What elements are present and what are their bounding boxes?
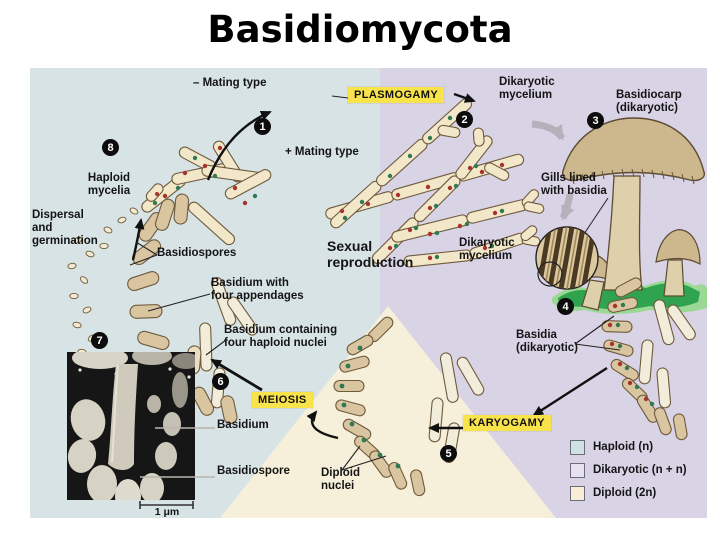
step-marker-1: 1	[254, 118, 271, 135]
plasmogamy-label: PLASMOGAMY	[348, 87, 445, 103]
gills-lined-label: Gills lined with basidia	[541, 172, 607, 197]
pointer-lines	[129, 95, 621, 471]
haploid-swatch	[570, 439, 585, 455]
step-marker-3: 3	[587, 112, 604, 129]
haploid-mycelia-label: Haploid mycelia	[87, 172, 131, 197]
dikaryotic-mycelium-mid-label: Dikaryotic mycelium	[459, 237, 515, 262]
mating-hyphae-art	[325, 98, 525, 229]
basidium-containing-nuclei-label: Basidium containing four haploid nuclei	[224, 324, 338, 349]
scale-bar	[139, 501, 194, 509]
basidiocarp-label: Basidiocarp (dikaryotic)	[616, 89, 682, 114]
basidium-photo-label: Basidium	[217, 419, 269, 431]
diagram-art: .hy{fill:#f3e7ca;stroke:#6e5a3c;stroke-w…	[67, 92, 707, 509]
haploid-mycelium-art	[141, 140, 272, 246]
basidium-with-appendages-label: Basidium with four appendages	[211, 277, 304, 302]
scale-bar-label: 1 μm	[154, 506, 180, 518]
basidiospores-label: Basidiospores	[157, 247, 237, 259]
dispersal-germination-label: Dispersal and germination	[32, 209, 98, 247]
basidia-cluster-art	[601, 277, 696, 441]
dikaryotic-mycelium-top-label: Dikaryotic mycelium	[499, 76, 555, 101]
sexual-reproduction-label: Sexual reproduction	[327, 238, 414, 270]
step-marker-7: 7	[91, 332, 108, 349]
basidiocarp-mushroom-art	[535, 117, 707, 314]
step-marker-6: 6	[212, 373, 229, 390]
step-marker-2: 2	[456, 111, 473, 128]
minus-mating-type-label: – Mating type	[193, 77, 267, 89]
basidia-dikaryotic-label: Basidia (dikaryotic)	[516, 329, 578, 354]
legend-label-dikaryotic: Dikaryotic (n + n)	[593, 464, 687, 476]
step-marker-5: 5	[440, 445, 457, 462]
step-marker-8: 8	[102, 139, 119, 156]
page-title: Basidiomycota	[207, 8, 513, 51]
karyogamy-label: KARYOGAMY	[463, 415, 551, 431]
legend-row-diploid: Diploid (2n)	[570, 485, 687, 501]
dikaryotic-mycelium-art	[371, 127, 545, 268]
step-marker-4: 4	[557, 298, 574, 315]
diploid-cluster-art	[333, 316, 485, 497]
diploid-nuclei-label: Diploid nuclei	[321, 467, 360, 492]
legend-label-haploid: Haploid (n)	[593, 441, 654, 453]
legend-row-haploid: Haploid (n)	[570, 439, 687, 455]
ploidy-legend: Haploid (n) Dikaryotic (n + n) Diploid (…	[570, 439, 687, 509]
plus-mating-type-label: + Mating type	[285, 146, 359, 158]
basidiospore-photo-label: Basidiospore	[217, 465, 290, 477]
meiosis-label: MEIOSIS	[252, 392, 313, 408]
legend-row-dikaryotic: Dikaryotic (n + n)	[570, 462, 687, 478]
dikaryotic-swatch	[570, 462, 585, 478]
micrograph-photo	[67, 352, 215, 500]
diploid-swatch	[570, 485, 585, 501]
legend-label-diploid: Diploid (2n)	[593, 487, 657, 499]
life-cycle-diagram: .hy{fill:#f3e7ca;stroke:#6e5a3c;stroke-w…	[30, 68, 707, 518]
